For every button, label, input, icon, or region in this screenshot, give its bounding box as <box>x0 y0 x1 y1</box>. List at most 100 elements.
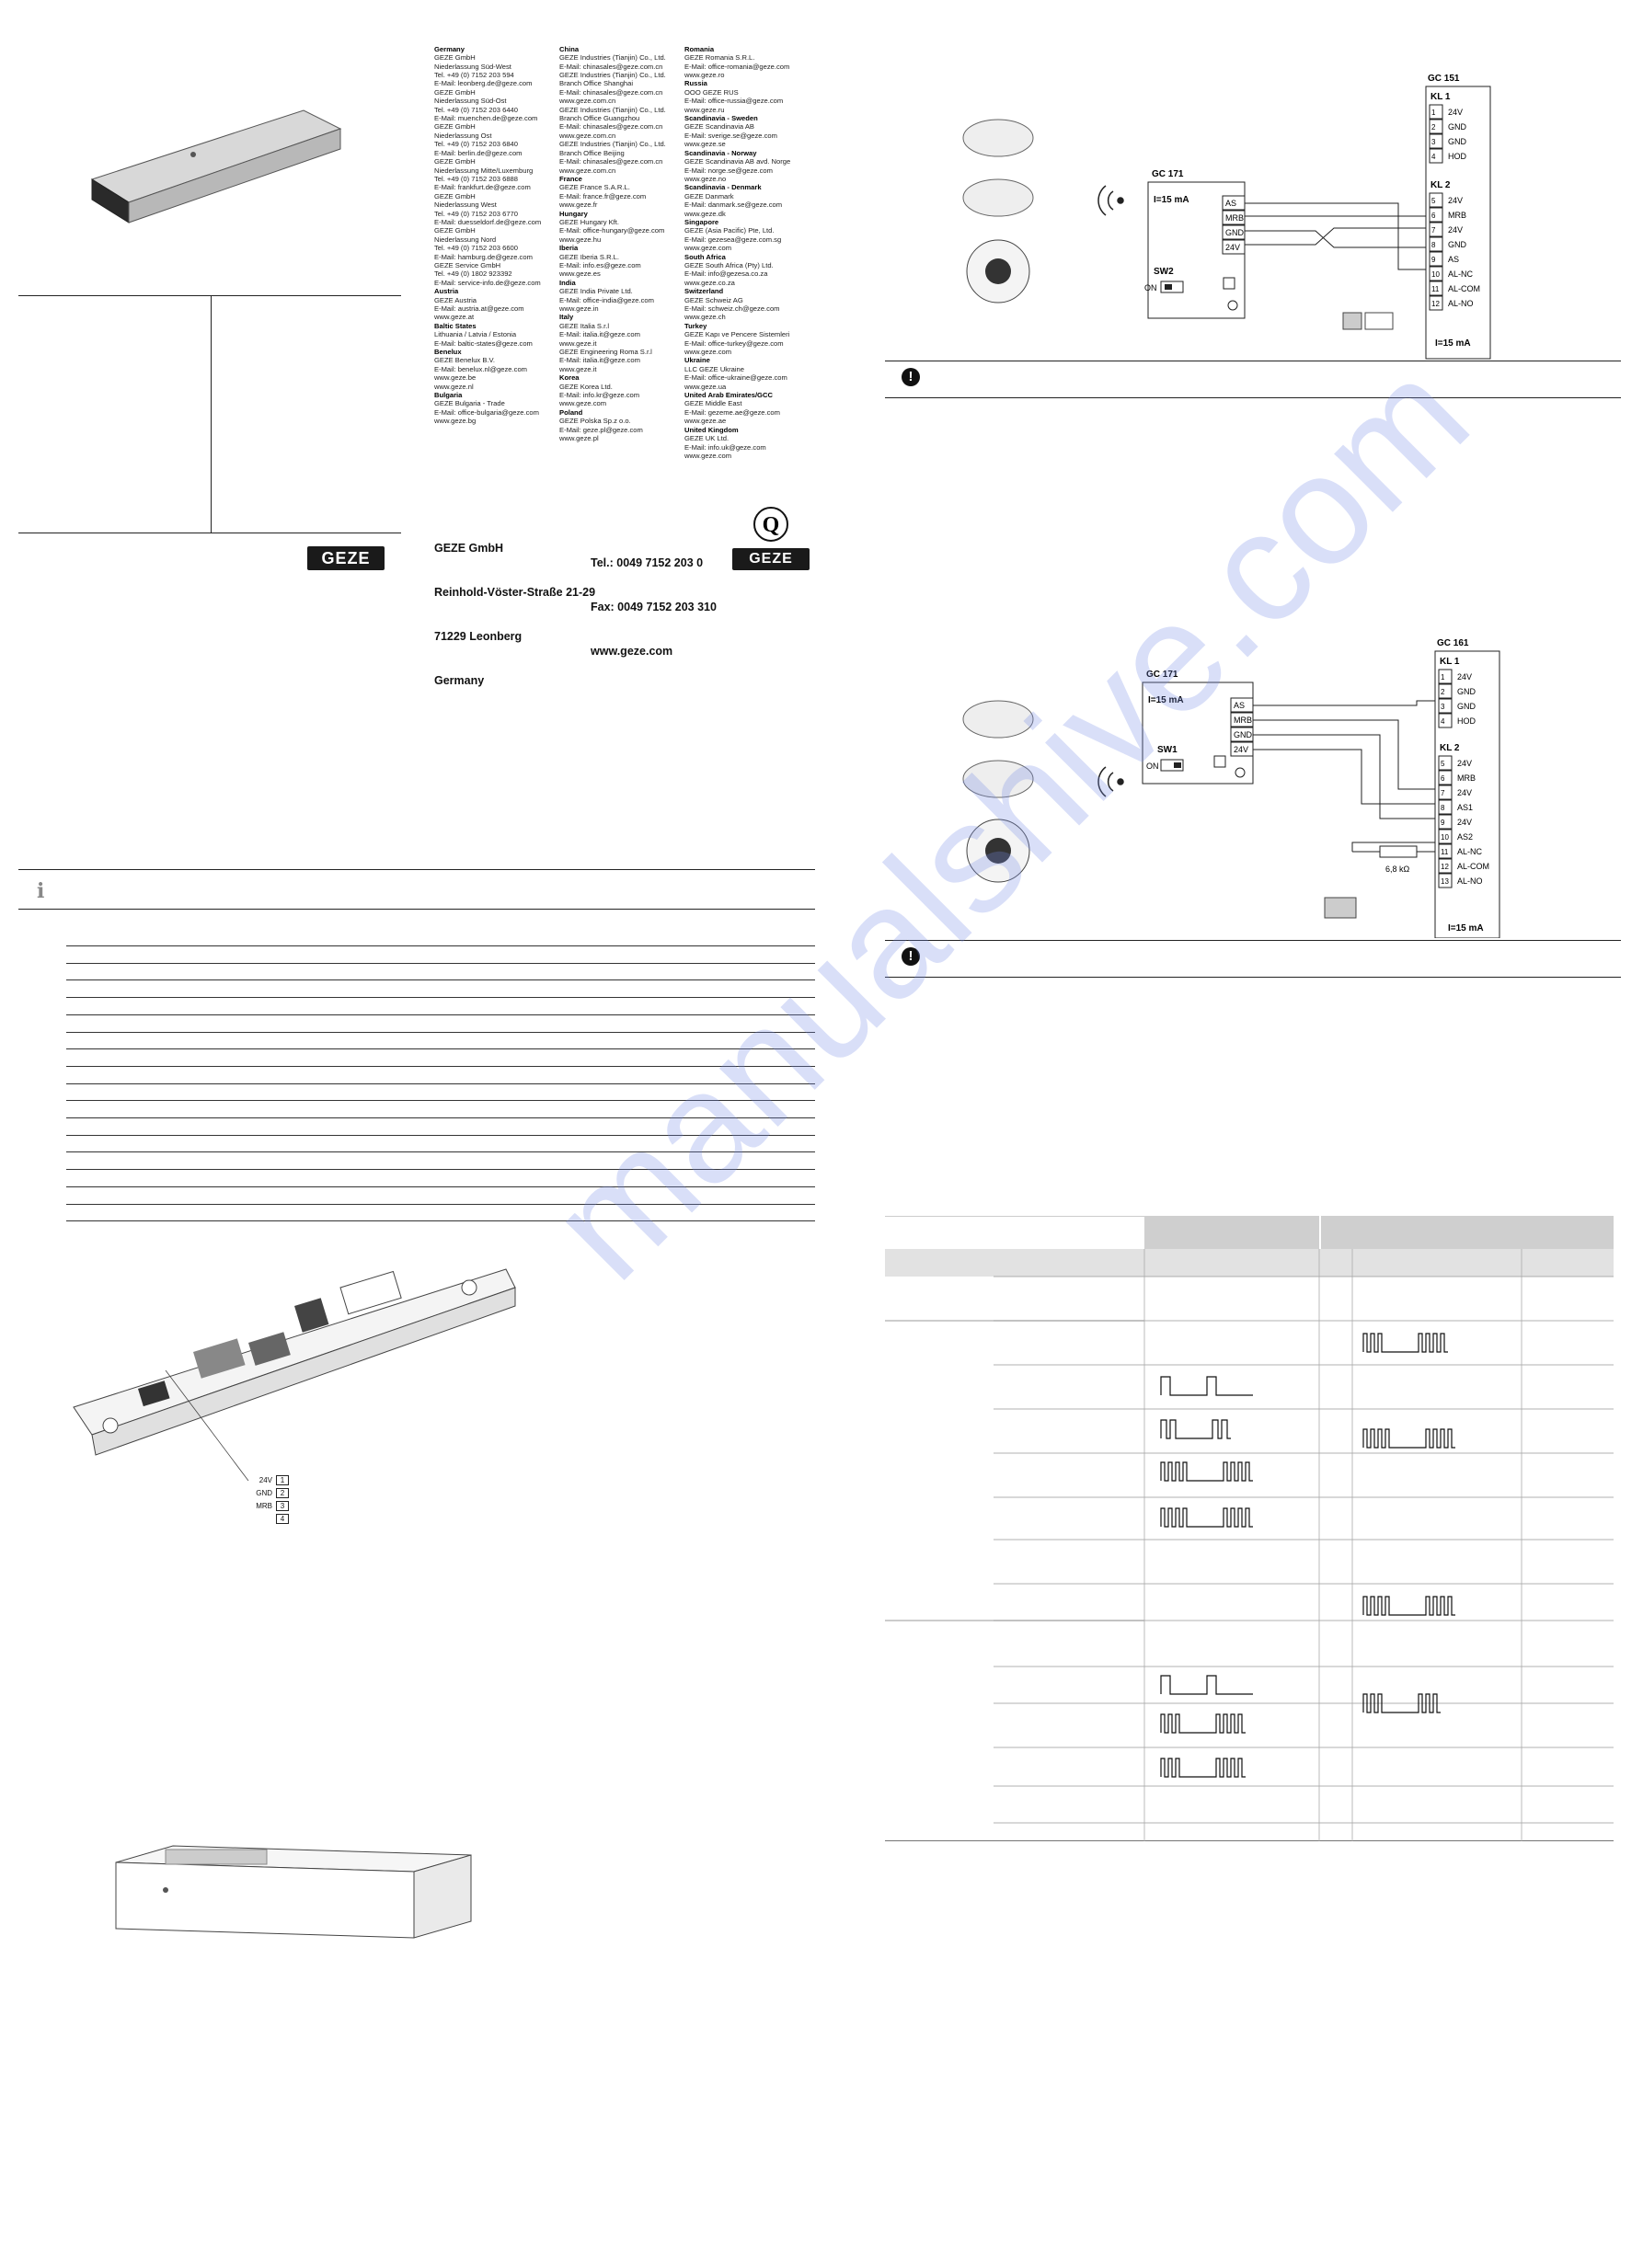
contact-line: www.geze.at <box>434 313 475 322</box>
contact-line: E-Mail: info.es@geze.com <box>559 260 641 269</box>
contact-line: E-Mail: italia.it@geze.com <box>559 330 640 339</box>
contact-line: GEZE Schweiz AG <box>684 295 743 304</box>
contact-line: E-Mail: office-india@geze.com <box>559 295 654 304</box>
contact-line: GEZE Kapı ve Pencere Sistemleri <box>684 330 790 339</box>
blank-table-line <box>66 979 815 981</box>
contact-line: GEZE Scandinavia AB <box>684 122 754 132</box>
contact-line: GEZE Industries (Tianjin) Co., Ltd. <box>559 140 666 149</box>
contact-line: www.geze.com <box>684 244 732 253</box>
contact-country: Italy <box>559 313 574 322</box>
contact-line: www.geze.in <box>559 304 599 313</box>
signal-pulse <box>1160 1713 1246 1734</box>
contact-line: Niederlassung Ost <box>434 131 492 140</box>
contact-line: www.geze.com.cn <box>559 97 616 106</box>
quality-seal-letter: Q <box>763 513 780 537</box>
contact-line: GEZE Service GmbH <box>434 260 501 269</box>
contact-line: E-Mail: info.uk@geze.com <box>684 442 766 452</box>
geze-logo: GEZE <box>307 546 385 570</box>
info-bottom-rule <box>18 909 815 911</box>
contact-line: www.geze.es <box>559 269 601 279</box>
blank-table-line <box>66 1014 815 1015</box>
terminal-number: 6 <box>1431 212 1436 220</box>
contact-line: E-Mail: berlin.de@geze.com <box>434 148 523 157</box>
contact-line: E-Mail: office-romania@geze.com <box>684 62 790 71</box>
contact-line: GEZE South Africa (Pty) Ltd. <box>684 260 774 269</box>
contact-country: Germany <box>434 44 465 53</box>
table-subheader <box>885 1249 1614 1277</box>
blank-table-line <box>66 1082 815 1084</box>
terminal-label: GND <box>1448 240 1467 249</box>
contact-line: www.geze.se <box>684 140 726 149</box>
blank-table-line <box>66 1048 815 1050</box>
terminal-number: 11 <box>1441 848 1449 856</box>
company-street: Reinhold-Vöster-Straße 21-29 <box>434 586 596 599</box>
terminal-label: GND <box>1448 122 1467 132</box>
contact-line: E-Mail: chinasales@geze.com.cn <box>559 122 663 132</box>
contacts-col1: Germany GEZE GmbH Niederlassung Süd-West… <box>434 28 554 434</box>
contact-line: Tel. +49 (0) 7152 203 594 <box>434 71 514 80</box>
terminal-small-num: 3 <box>276 1500 289 1511</box>
dip-switch-small-2 <box>1324 897 1357 919</box>
d2-kl2: KL 2 <box>1440 743 1460 753</box>
terminal-label: AL-NO <box>1457 876 1483 886</box>
contact-line: www.geze.ae <box>684 417 727 426</box>
company-fax: Fax: 0049 7152 203 310 <box>591 601 717 613</box>
signal-pulse <box>1362 1693 1441 1713</box>
contact-line: GEZE GmbH <box>434 157 476 166</box>
d1-gc171-title: GC 171 <box>1152 169 1184 179</box>
contact-line: GEZE Polska Sp.z o.o. <box>559 417 631 426</box>
contact-line: www.geze.com.cn <box>559 131 616 140</box>
contact-country: Scandinavia - Norway <box>684 148 757 157</box>
contact-line: E-Mail: office-russia@geze.com <box>684 97 784 106</box>
terminal-number: 5 <box>1441 760 1445 768</box>
contact-line: E-Mail: benelux.nl@geze.com <box>434 364 527 373</box>
contact-country: United Kingdom <box>684 425 739 434</box>
warn1-bottom-rule <box>885 397 1621 399</box>
contact-line: GEZE Engineering Roma S.r.l <box>559 348 652 357</box>
contact-line: E-Mail: service-info.de@geze.com <box>434 278 541 287</box>
product-image-top <box>90 109 342 223</box>
signal-pulse <box>1160 1376 1253 1396</box>
contact-line: E-Mail: duesseldorf.de@geze.com <box>434 217 542 226</box>
terminal-label: AL-NC <box>1448 269 1474 279</box>
table-header-dark <box>1144 1216 1614 1249</box>
terminal-label: 24V <box>1457 672 1472 682</box>
contact-country: India <box>559 278 576 287</box>
terminal-label: AS1 <box>1457 803 1473 812</box>
contacts-col3: Romania GEZE Romania S.R.L. E-Mail: offi… <box>684 28 804 469</box>
warning-icon-1: ! <box>902 368 920 386</box>
contact-line: Niederlassung West <box>434 200 497 210</box>
contact-line: Branch Office Shanghai <box>559 79 634 88</box>
signal-pulse <box>1362 1333 1448 1353</box>
contact-line: E-Mail: sverige.se@geze.com <box>684 131 777 140</box>
terminal-number: 7 <box>1431 226 1436 235</box>
contact-line: E-Mail: norge.se@geze.com <box>684 166 773 175</box>
contact-line: E-Mail: danmark.se@geze.com <box>684 200 783 210</box>
d1-kl1: KL 1 <box>1430 92 1451 102</box>
terminal-number: 9 <box>1431 256 1436 264</box>
company-tel: Tel.: 0049 7152 203 0 <box>591 556 704 569</box>
contact-country: Singapore <box>684 217 719 226</box>
terminal-label: HOD <box>1457 716 1476 726</box>
blank-table-line <box>66 1134 815 1136</box>
contact-line: OOO GEZE RUS <box>684 87 739 97</box>
contact-line: E-Mail: frankfurt.de@geze.com <box>434 183 531 192</box>
gc171-pin-label: MRB <box>1234 716 1252 725</box>
contact-country: Korea <box>559 373 580 383</box>
terminal-label: GND <box>1457 702 1476 711</box>
wireless-icon <box>1097 185 1124 216</box>
contact-line: GEZE Korea Ltd. <box>559 382 613 391</box>
info-icon: i <box>37 879 45 903</box>
signal-pulse <box>1160 1507 1253 1528</box>
contact-country: Poland <box>559 407 583 417</box>
d2-resistor-value: 6,8 kΩ <box>1385 865 1410 874</box>
blank-table-line <box>66 1220 815 1222</box>
contact-line: LLC GEZE Ukraine <box>684 364 744 373</box>
company-contact: Tel.: 0049 7152 203 0 Fax: 0049 7152 203… <box>591 526 717 673</box>
contact-line: E-Mail: info@gezesa.co.za <box>684 269 768 279</box>
contact-line: GEZE GmbH <box>434 53 476 63</box>
